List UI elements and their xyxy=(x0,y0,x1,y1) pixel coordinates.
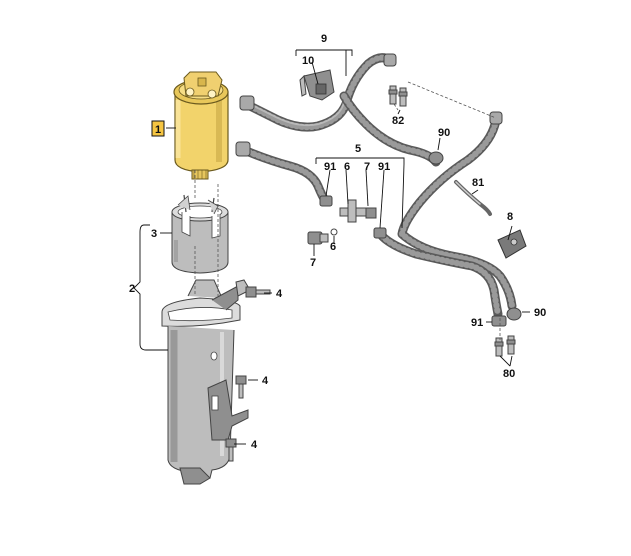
label-pipe: 81 xyxy=(472,177,484,189)
tee-connector-part[interactable] xyxy=(330,199,369,236)
leader-lines xyxy=(133,49,530,445)
highlight-box xyxy=(151,120,165,137)
label-hose-clamp-b: 91 xyxy=(378,161,390,173)
bracket-clip-part[interactable] xyxy=(497,229,527,259)
bolt-lower[interactable] xyxy=(225,438,237,462)
dashed-guides xyxy=(194,81,501,340)
label-bracket-assembly: 2 xyxy=(129,283,135,295)
hose-clamp-left[interactable] xyxy=(319,195,333,207)
label-bolt-b: 4 xyxy=(262,375,269,387)
pipe-81[interactable] xyxy=(454,180,492,216)
hose-right-loop[interactable] xyxy=(397,111,517,311)
hose-long-return[interactable] xyxy=(339,91,441,167)
hose-clamp-right[interactable] xyxy=(373,227,387,239)
label-holder: 3 xyxy=(151,228,157,240)
label-sensor-upper: 7 xyxy=(364,161,370,173)
label-line-group: 9 xyxy=(321,33,327,45)
label-clip-holder: 10 xyxy=(302,55,314,67)
bolt-upper[interactable] xyxy=(245,286,271,298)
label-tee: 6 xyxy=(344,161,350,173)
label-clamp-lower: 90 xyxy=(534,307,546,319)
bolt-middle[interactable] xyxy=(235,375,247,399)
label-sensor: 7 xyxy=(310,257,316,269)
label-bolt-c: 4 xyxy=(251,439,258,451)
fuel-filter-part[interactable] xyxy=(173,71,229,180)
label-bolt-a: 4 xyxy=(276,288,283,300)
filter-holder-part[interactable] xyxy=(171,194,229,274)
label-filter: 1 xyxy=(155,124,161,136)
sensor-part[interactable] xyxy=(307,207,377,245)
callout-labels: 1 2 3 4 4 4 5 6 6 7 7 8 9 10 81 82 80 90… xyxy=(129,33,546,451)
hose-lower-loop[interactable] xyxy=(377,231,503,319)
filter-bracket-part[interactable] xyxy=(161,279,251,485)
label-tee-oring: 6 xyxy=(330,241,336,253)
label-bracket-clip: 8 xyxy=(507,211,513,223)
hose-middle[interactable] xyxy=(235,141,331,207)
connectors-bottom[interactable] xyxy=(494,335,516,357)
clamp-upper-part[interactable] xyxy=(428,151,444,165)
clamp-lower-part[interactable] xyxy=(506,307,522,321)
connectors-top[interactable] xyxy=(388,85,408,107)
label-hose-clamp-a: 91 xyxy=(324,161,336,173)
label-hose-group: 5 xyxy=(355,143,361,155)
label-connectors-top: 82 xyxy=(392,115,404,127)
label-connectors-bottom: 80 xyxy=(503,368,515,380)
label-clamp-upper: 90 xyxy=(438,127,450,139)
hose-upper[interactable] xyxy=(239,53,397,132)
hose-clamp-bottom[interactable] xyxy=(491,315,507,327)
label-hose-clamp-c: 91 xyxy=(471,317,483,329)
clip-holder-part[interactable] xyxy=(299,69,335,101)
